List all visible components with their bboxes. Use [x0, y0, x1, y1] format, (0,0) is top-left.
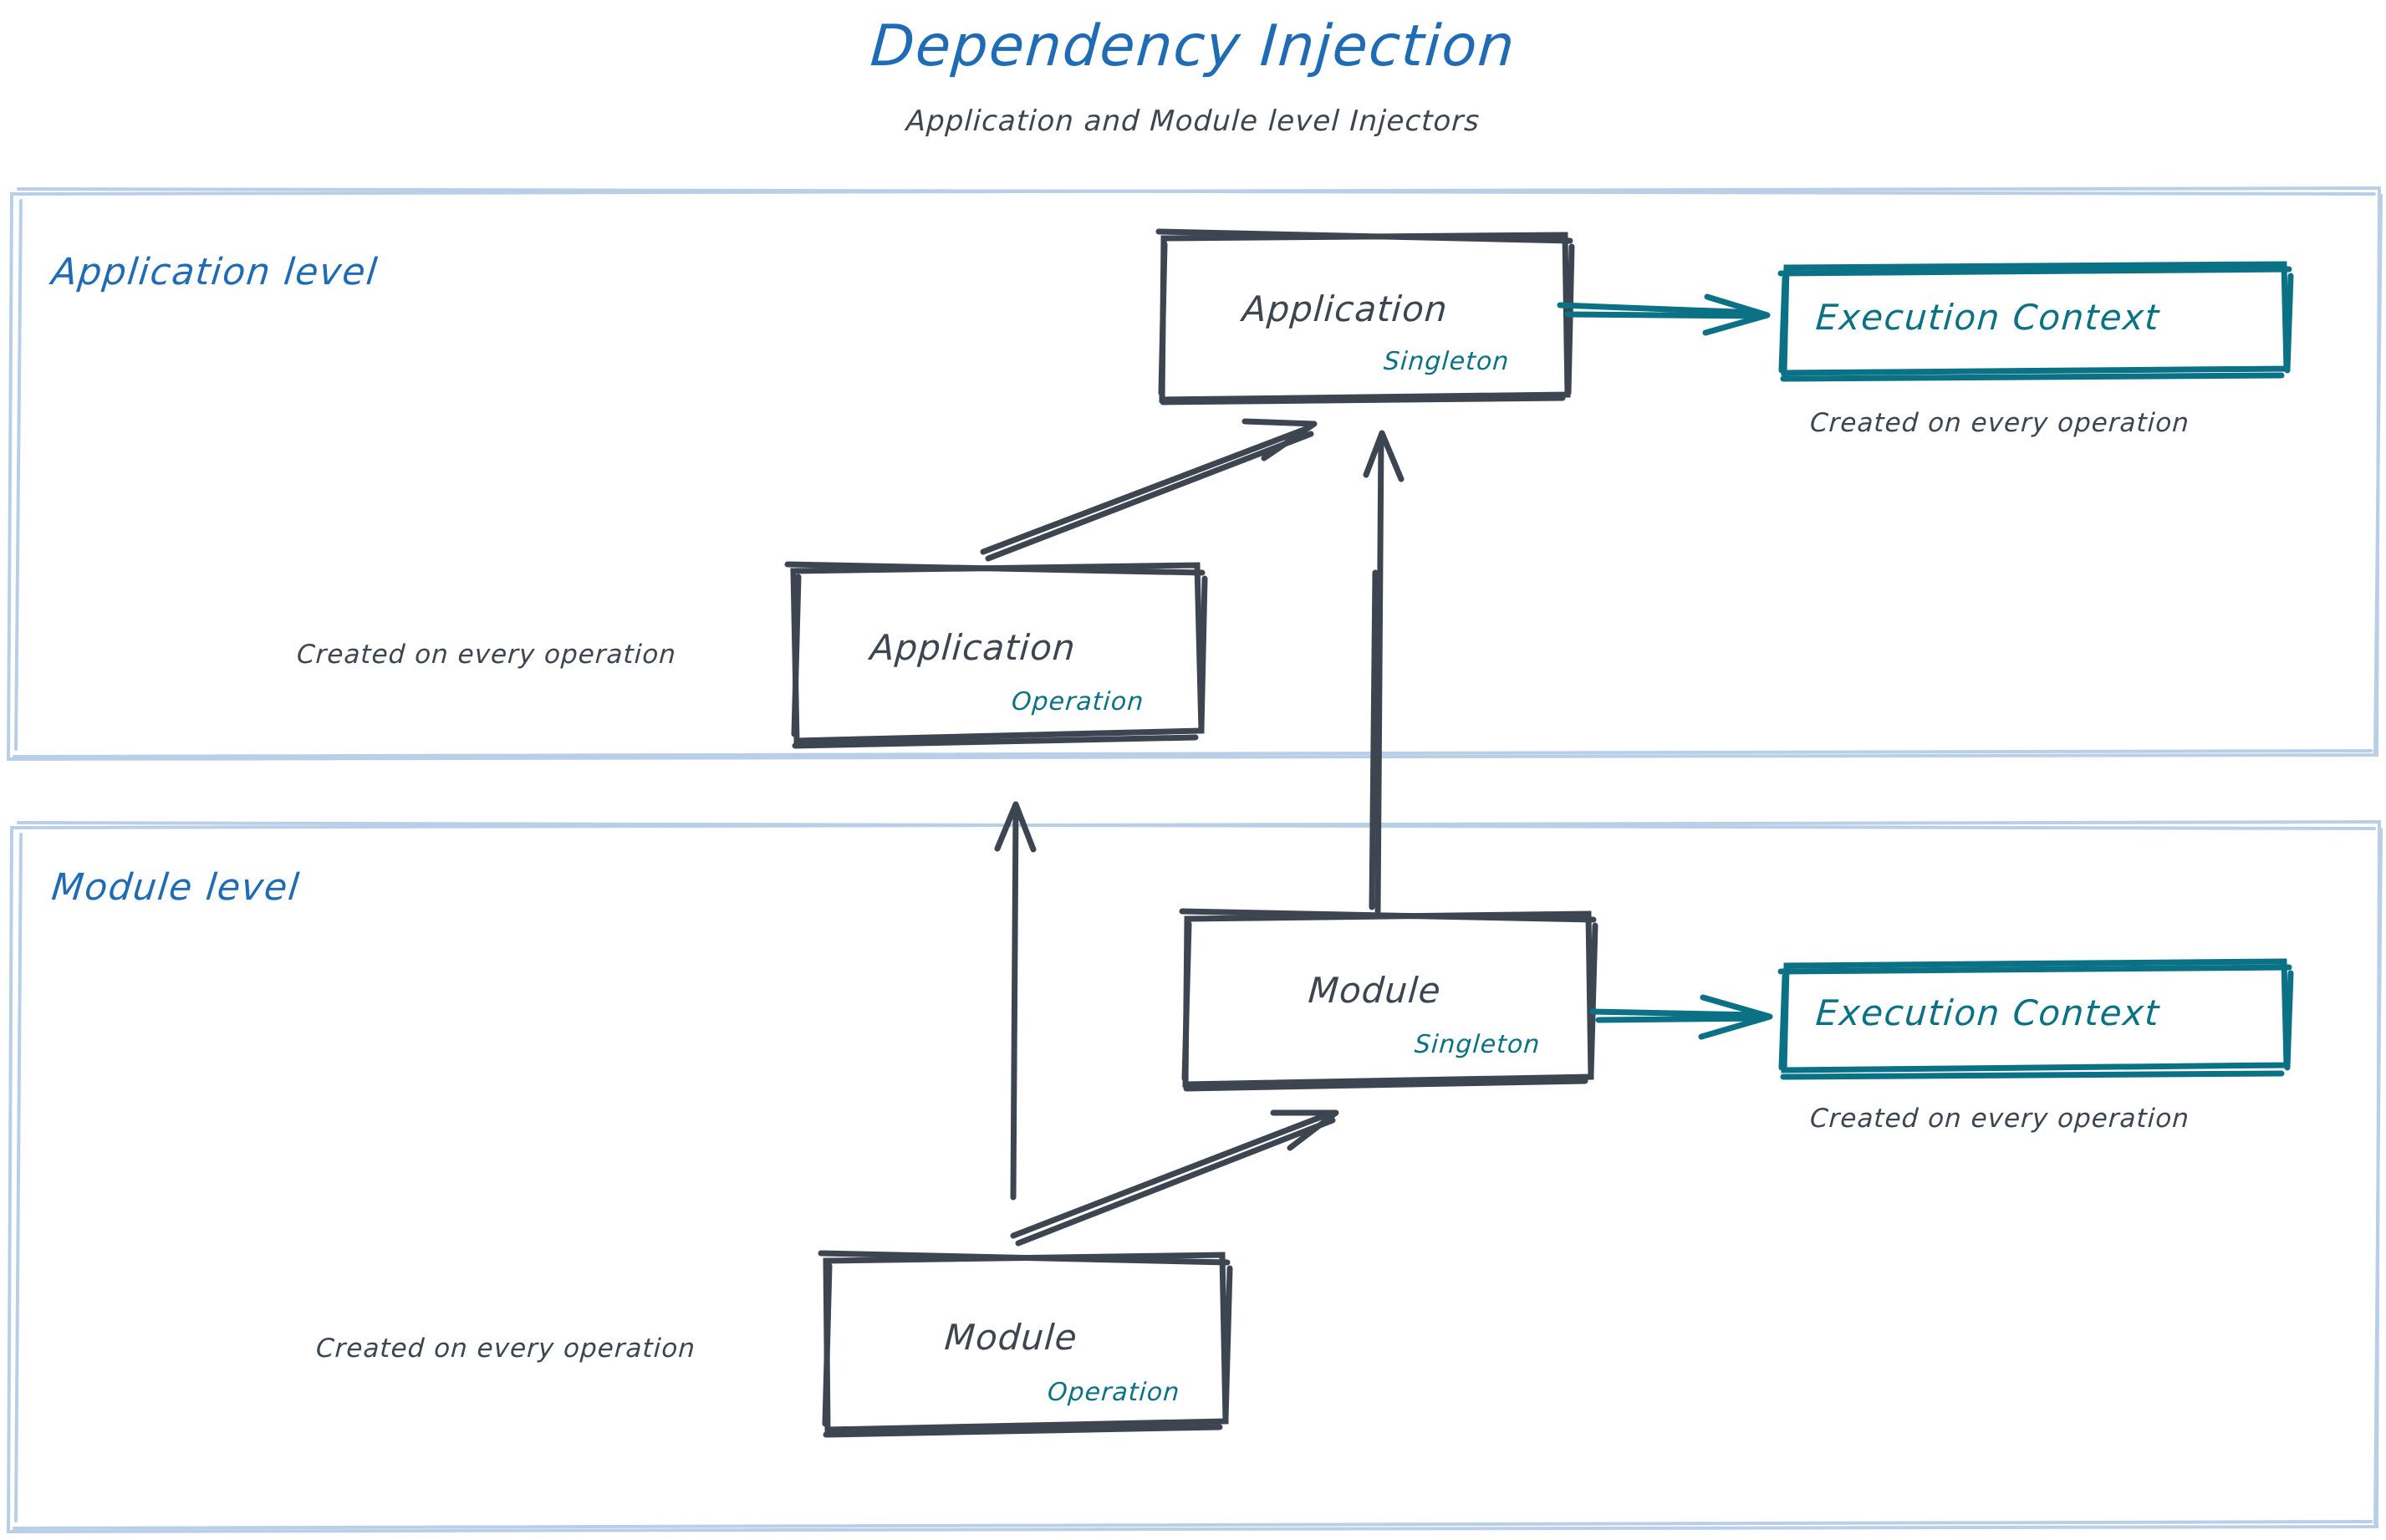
- edge-module-singleton-to-app-singleton: [1363, 430, 1405, 915]
- execution-context-module-note: Created on every operation: [1809, 1104, 2190, 1134]
- module-level-container: [6, 819, 2383, 1534]
- edge-module-singleton-to-exec-context: [1589, 994, 1773, 1040]
- page-title: Dependency Injection: [868, 13, 1518, 79]
- module-singleton-title: Module: [1307, 970, 1443, 1011]
- execution-context-application-title: Execution Context: [1814, 297, 2162, 338]
- application-singleton-scope: Singleton: [1382, 347, 1511, 376]
- edge-module-operation-to-app-operation: [994, 801, 1037, 1201]
- edge-app-operation-to-app-singleton: [980, 418, 1318, 562]
- execution-context-application-note: Created on every operation: [1809, 408, 2190, 438]
- module-operation-scope: Operation: [1046, 1378, 1181, 1407]
- application-operation-title: Application: [869, 627, 1078, 668]
- edge-module-operation-to-module-singleton: [1010, 1109, 1339, 1247]
- application-operation-scope: Operation: [1010, 687, 1145, 716]
- edge-app-singleton-to-exec-context: [1557, 293, 1771, 336]
- module-operation-note: Created on every operation: [315, 1333, 696, 1364]
- module-singleton-scope: Singleton: [1413, 1030, 1542, 1059]
- module-operation-title: Module: [943, 1317, 1079, 1358]
- application-singleton-title: Application: [1241, 288, 1450, 329]
- section-label-module-level: Module level: [49, 866, 303, 909]
- application-operation-note: Created on every operation: [296, 640, 677, 670]
- page-subtitle: Application and Module level Injectors: [905, 105, 1481, 138]
- section-label-application-level: Application level: [49, 251, 380, 293]
- execution-context-module-title: Execution Context: [1814, 992, 2162, 1033]
